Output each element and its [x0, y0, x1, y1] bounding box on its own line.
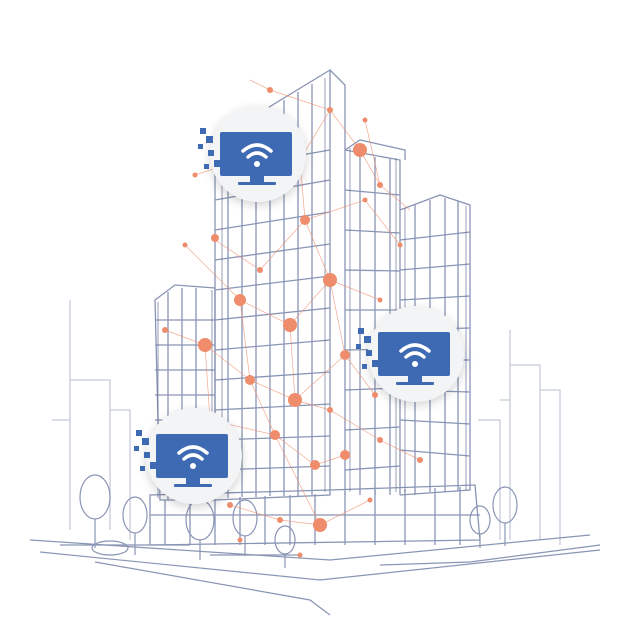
tv-wifi-badge — [134, 408, 242, 504]
street-lines — [29, 534, 601, 616]
tv-wifi-icon — [356, 328, 450, 385]
tv-wifi-icon — [134, 430, 228, 487]
tv-wifi-badge — [198, 106, 306, 202]
background-towers — [52, 300, 561, 545]
tv-wifi-icon — [198, 128, 292, 185]
tv-wifi-badge — [356, 306, 464, 402]
